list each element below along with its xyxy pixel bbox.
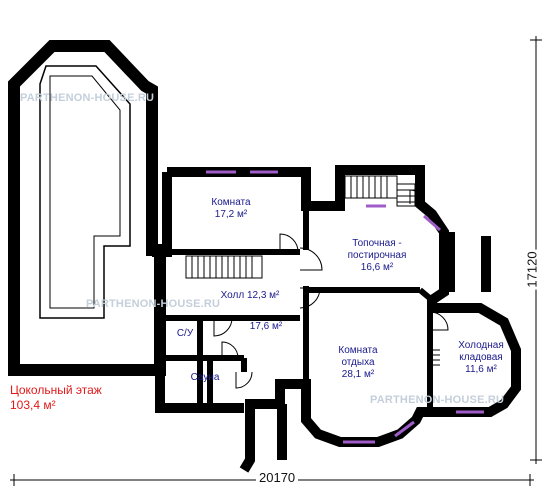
interior-walls — [160, 206, 434, 412]
room-otdyh-name-1: Комната — [338, 345, 378, 356]
room-komnata-area: 17,2 м² — [214, 209, 248, 220]
stair-hall — [185, 255, 263, 279]
floor-caption: Цокольный этаж 103,4 м² — [10, 383, 102, 413]
column-wall — [445, 232, 491, 292]
room-kladovaya: Холодная кладовая 11,6 м² — [446, 340, 516, 376]
floor-name: Цокольный этаж — [10, 383, 102, 397]
dimension-height: 17120 — [524, 249, 540, 290]
room-komnata: Комната 17,2 м² — [196, 197, 266, 221]
watermark-bottom: PARTHENON-HOUSE.RU — [370, 394, 505, 406]
room-topochnaya-area: 16,6 м² — [360, 262, 394, 273]
room-otdyh: Комната отдыха 28,1 м² — [322, 345, 394, 381]
room-sauna: Сауна — [190, 372, 220, 383]
room-kladovaya-name-1: Холодная — [458, 340, 504, 351]
dimension-width: 20170 — [256, 470, 299, 485]
vent-grille — [432, 349, 440, 366]
watermark-top: PARTHENON-HOUSE.RU — [20, 92, 155, 104]
room-topochnaya-name-2: постирочная — [347, 250, 407, 261]
room-holl: Холл 12,3 м² — [220, 290, 280, 301]
pool-inner-line — [49, 75, 121, 309]
room-otdyh-name-2: отдыха — [341, 357, 375, 368]
room-topochnaya: Топочная - постирочная 16,6 м² — [334, 238, 420, 274]
doors — [213, 189, 449, 389]
room-otdyh-area: 28,1 м² — [341, 369, 375, 380]
pool-basin — [39, 65, 131, 319]
room-su: С/У — [176, 328, 194, 339]
room-kladovaya-area: 11,6 м² — [465, 364, 497, 375]
room-komnata-name: Комната — [211, 197, 251, 208]
room-topochnaya-name-1: Топочная - — [352, 238, 402, 249]
room-corridor-area: 17,6 м² — [249, 321, 283, 332]
windows — [206, 170, 484, 444]
room-kladovaya-name-2: кладовая — [459, 352, 503, 363]
stair-top — [344, 175, 416, 207]
floor-area: 103,4 м² — [10, 398, 56, 412]
watermark-middle: PARTHENON-HOUSE.RU — [86, 298, 221, 310]
